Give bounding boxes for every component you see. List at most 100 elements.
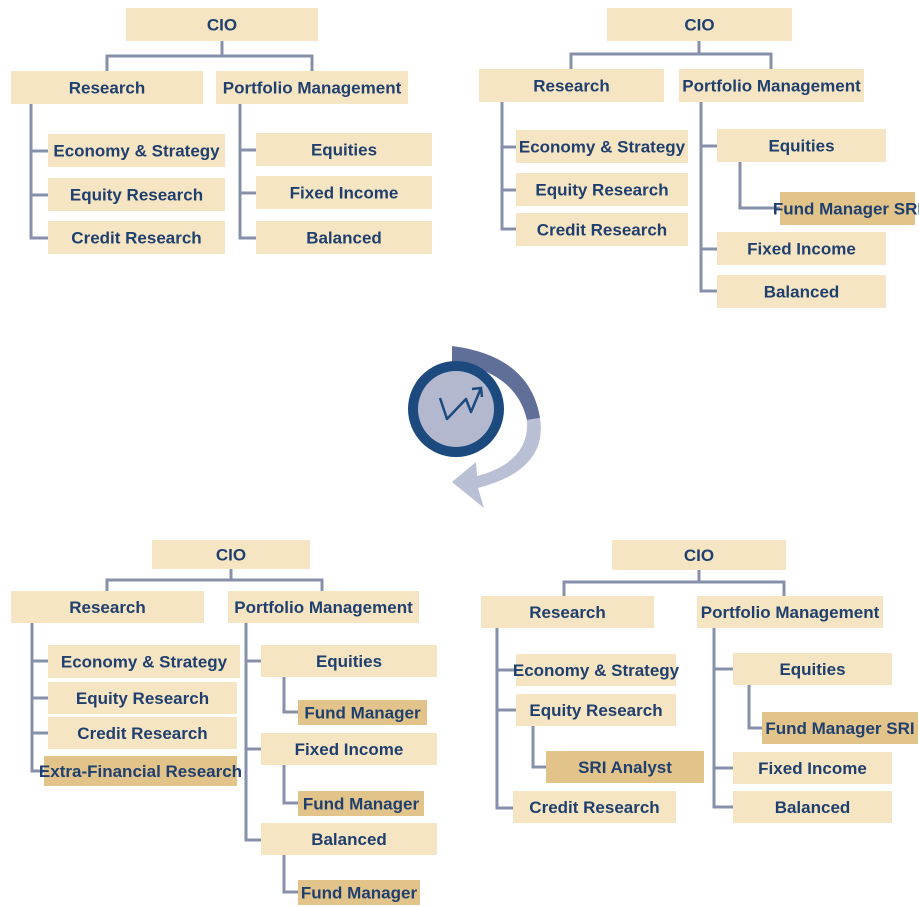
org-node-label: Equity Research bbox=[529, 701, 662, 720]
org-node-box bbox=[481, 596, 654, 628]
org-node-label: Fixed Income bbox=[747, 240, 856, 259]
org-node-bl-eqres: Equity Research bbox=[48, 682, 237, 714]
org-node-br-cio: CIO bbox=[612, 540, 786, 570]
org-node-br-econ: Economy & Strategy bbox=[513, 654, 680, 686]
org-node-bl-research: Research bbox=[11, 591, 204, 623]
org-node-bl-fm2: Fund Manager bbox=[298, 791, 424, 816]
org-node-label: Extra-Financial Research bbox=[39, 762, 242, 781]
org-node-box bbox=[733, 791, 892, 823]
trend-arrow-icon bbox=[438, 387, 483, 421]
arrow-head bbox=[471, 386, 484, 398]
org-node-label: Fund Manager bbox=[303, 795, 420, 814]
org-node-label: Equity Research bbox=[70, 186, 203, 205]
org-node-tr-cio: CIO bbox=[607, 8, 792, 41]
org-node-box bbox=[298, 700, 427, 725]
org-node-label: Portfolio Management bbox=[223, 79, 402, 98]
org-node-label: Research bbox=[69, 598, 146, 617]
org-node-br-balanced: Balanced bbox=[733, 791, 892, 823]
org-node-box bbox=[762, 712, 918, 744]
org-node-box bbox=[228, 591, 419, 623]
org-node-box bbox=[733, 752, 892, 784]
org-node-box bbox=[717, 275, 886, 308]
org-node-box bbox=[48, 717, 237, 749]
org-node-tl-research: Research bbox=[11, 71, 203, 104]
org-node-box bbox=[44, 756, 237, 786]
org-node-label: Fixed Income bbox=[290, 184, 399, 203]
org-node-box bbox=[256, 133, 432, 166]
org-node-label: CIO bbox=[216, 546, 246, 565]
org-node-label: CIO bbox=[207, 16, 237, 35]
org-node-bl-cio: CIO bbox=[152, 540, 310, 569]
org-node-label: Equities bbox=[779, 660, 845, 679]
org-node-tl-fixed: Fixed Income bbox=[256, 176, 432, 209]
org-node-label: SRI Analyst bbox=[578, 758, 672, 777]
org-node-label: Equities bbox=[311, 141, 377, 160]
org-node-label: Equities bbox=[316, 652, 382, 671]
org-node-tr-fixed: Fixed Income bbox=[717, 232, 886, 265]
org-node-label: Equities bbox=[768, 137, 834, 156]
org-node-label: Fixed Income bbox=[758, 759, 867, 778]
org-node-label: Credit Research bbox=[77, 724, 207, 743]
org-node-tr-pm: Portfolio Management bbox=[679, 69, 864, 102]
cycle-arrow-bottom-icon bbox=[452, 418, 541, 508]
org-node-box bbox=[679, 69, 864, 102]
org-node-box bbox=[11, 591, 204, 623]
org-node-tl-pm: Portfolio Management bbox=[216, 71, 408, 104]
org-node-label: Fund Manager bbox=[304, 704, 421, 723]
org-node-box bbox=[126, 8, 318, 41]
org-node-box bbox=[261, 645, 437, 677]
org-node-tr-eqres: Equity Research bbox=[516, 173, 688, 206]
org-node-box bbox=[48, 682, 237, 714]
org-node-label: Balanced bbox=[311, 830, 387, 849]
org-node-label: Portfolio Management bbox=[682, 77, 861, 96]
org-node-box bbox=[516, 654, 676, 686]
org-node-box bbox=[11, 71, 203, 104]
org-node-br-fmsri: Fund Manager SRI bbox=[762, 712, 918, 744]
org-node-box bbox=[261, 733, 437, 765]
org-node-label: Fund Manager SRI bbox=[765, 719, 914, 738]
org-node-box bbox=[780, 192, 915, 225]
org-node-tl-cio: CIO bbox=[126, 8, 318, 41]
org-node-box bbox=[516, 173, 688, 206]
org-node-br-pm: Portfolio Management bbox=[697, 596, 883, 628]
org-node-box bbox=[479, 69, 664, 102]
org-node-label: Economy & Strategy bbox=[519, 138, 686, 157]
org-node-label: Portfolio Management bbox=[234, 598, 413, 617]
org-node-box bbox=[256, 176, 432, 209]
org-node-label: Research bbox=[533, 77, 610, 96]
org-node-tr-econ: Economy & Strategy bbox=[516, 130, 688, 163]
org-node-box bbox=[261, 823, 437, 855]
org-node-label: Research bbox=[69, 79, 146, 98]
org-node-label: Fixed Income bbox=[295, 740, 404, 759]
org-node-label: Fund Manager bbox=[301, 884, 418, 903]
org-node-box bbox=[256, 221, 432, 254]
org-node-bl-pm: Portfolio Management bbox=[228, 591, 419, 623]
org-node-tl-credit: Credit Research bbox=[48, 221, 225, 254]
org-node-label: Research bbox=[529, 603, 606, 622]
org-node-label: Portfolio Management bbox=[701, 603, 880, 622]
org-node-br-credit: Credit Research bbox=[513, 791, 676, 823]
org-node-box bbox=[298, 880, 420, 905]
org-node-box bbox=[717, 129, 886, 162]
org-node-tl-equities: Equities bbox=[256, 133, 432, 166]
org-node-box bbox=[697, 596, 883, 628]
org-node-box bbox=[152, 540, 310, 569]
org-node-box bbox=[733, 653, 892, 685]
org-node-box bbox=[298, 791, 424, 816]
org-node-label: Economy & Strategy bbox=[53, 142, 220, 161]
org-node-br-equities: Equities bbox=[733, 653, 892, 685]
org-node-label: Balanced bbox=[775, 798, 851, 817]
org-node-box bbox=[48, 134, 225, 167]
org-node-box bbox=[612, 540, 786, 570]
org-node-tr-fmsri: Fund Manager SRI bbox=[773, 192, 919, 225]
org-node-bl-fm3: Fund Manager bbox=[298, 880, 420, 905]
org-node-tl-balanced: Balanced bbox=[256, 221, 432, 254]
org-node-label: Equity Research bbox=[535, 181, 668, 200]
org-node-label: Credit Research bbox=[71, 229, 201, 248]
org-node-label: Economy & Strategy bbox=[61, 653, 228, 672]
